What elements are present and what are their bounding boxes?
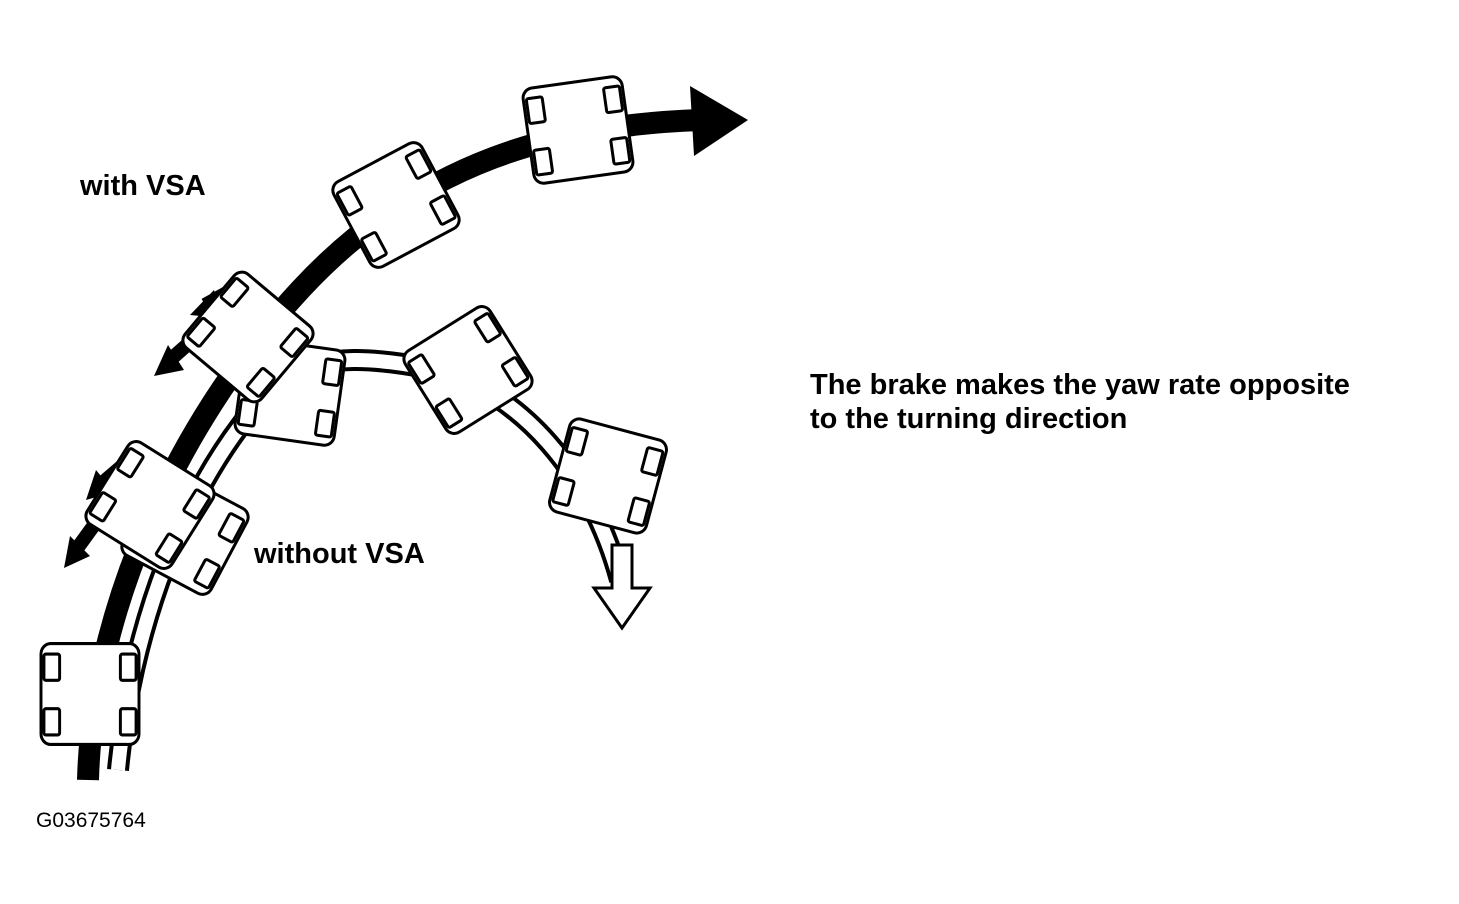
car-top-view-icon: [520, 74, 636, 186]
caption-line-1: The brake makes the yaw rate opposite: [810, 369, 1350, 401]
car-top-view-icon: [39, 642, 141, 746]
with-vsa-label: with VSA: [80, 170, 206, 202]
car-top-view-icon: [545, 415, 671, 537]
without-vsa-label: without VSA: [254, 538, 425, 570]
figure-id: G03675764: [36, 809, 146, 832]
outline-arrow-icon: [591, 543, 653, 631]
caption: The brake makes the yaw rate opposite to…: [810, 368, 1350, 436]
caption-line-2: to the turning direction: [810, 403, 1128, 435]
